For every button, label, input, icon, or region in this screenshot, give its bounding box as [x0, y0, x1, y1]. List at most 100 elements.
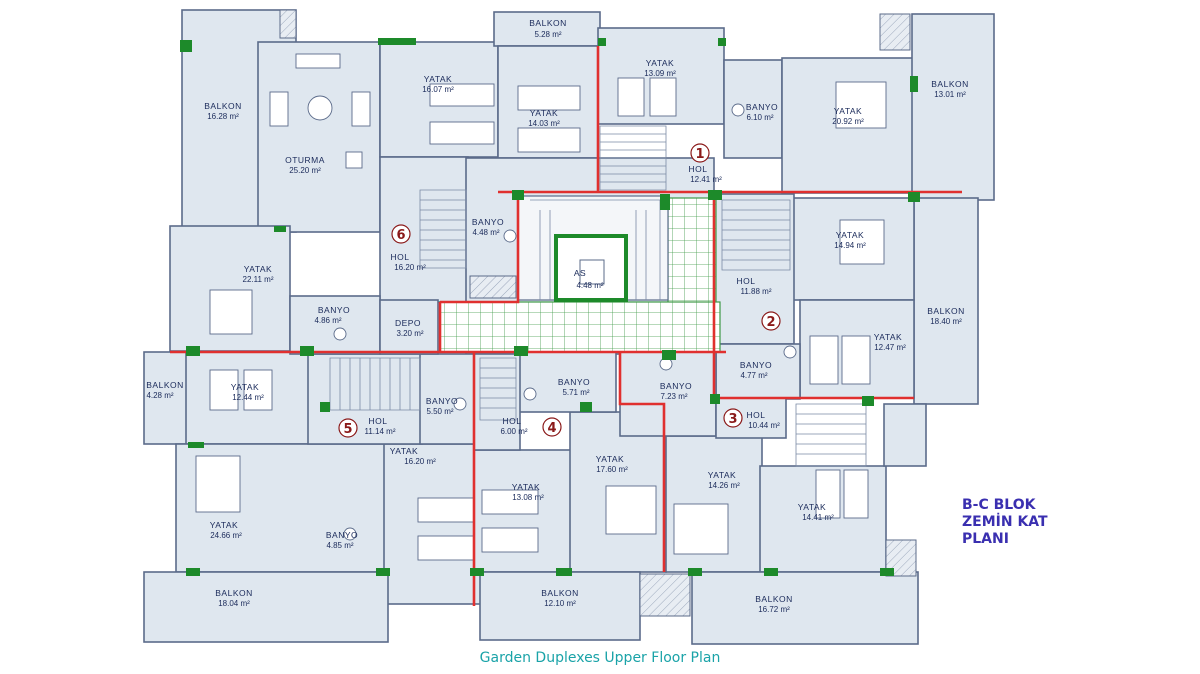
room-name: DEPO — [395, 318, 421, 328]
room-name: YATAK — [834, 106, 862, 116]
room-area: 17.60 m² — [596, 465, 628, 474]
room-area: 12.41 m² — [690, 175, 722, 184]
unit-badges: 1 2 3 4 5 6 — [338, 143, 781, 438]
room-area: 13.08 m² — [512, 493, 544, 502]
room-labels: BALKON 5.28 m² YATAK 13.09 m² YATAK 16.0… — [146, 18, 969, 614]
badge-circle — [761, 311, 781, 331]
block-title: B-C BLOK ZEMİN KAT PLANI — [962, 497, 1122, 548]
room-name: BANYO — [660, 381, 692, 391]
block-title-line: ZEMİN KAT — [962, 514, 1048, 530]
central-core — [439, 195, 721, 353]
room-area: 5.50 m² — [426, 407, 453, 416]
room-name: BALKON — [529, 18, 567, 28]
room-name: BALKON — [215, 588, 253, 598]
room-area: 14.41 m² — [802, 513, 834, 522]
room-name: YATAK — [512, 482, 540, 492]
room-name: BANYO — [740, 360, 772, 370]
column-markers — [180, 38, 920, 576]
room-name: HOL — [747, 410, 766, 420]
room-area: 6.00 m² — [500, 427, 527, 436]
unit-number-3: 3 — [728, 412, 737, 427]
room-area: 6.10 m² — [746, 113, 773, 122]
building-outline — [143, 9, 995, 645]
room-area: 12.47 m² — [874, 343, 906, 352]
room-name: OTURMA — [285, 155, 325, 165]
room-area: 20.92 m² — [832, 117, 864, 126]
badge-circle — [723, 408, 743, 428]
room-name: YATAK — [210, 520, 238, 530]
badge-circle — [542, 417, 562, 437]
badge-circle — [690, 143, 710, 163]
room-area: 25.20 m² — [289, 166, 321, 175]
block-title-line: PLANI — [962, 531, 1009, 547]
room-area: 11.14 m² — [365, 427, 396, 436]
room-area: 4.48 m² — [576, 281, 603, 290]
room-area: 16.20 m² — [394, 263, 426, 272]
room-area: 4.77 m² — [740, 371, 767, 380]
room-name: BANYO — [326, 530, 358, 540]
unit-number-6: 6 — [396, 228, 405, 243]
unit-number-5: 5 — [343, 422, 352, 437]
room-name: HOL — [503, 416, 522, 426]
room-name: HOL — [737, 276, 756, 286]
room-area: 4.48 m² — [472, 228, 499, 237]
room-name: YATAK — [390, 446, 418, 456]
room-name: YATAK — [646, 58, 674, 68]
room-area: 16.07 m² — [422, 85, 454, 94]
room-area: 12.10 m² — [544, 599, 576, 608]
badge-circle — [391, 224, 411, 244]
unit-number-4: 4 — [547, 421, 556, 436]
room-area: 16.28 m² — [207, 112, 239, 121]
room-name: BANYO — [472, 217, 504, 227]
room-name: BANYO — [318, 305, 350, 315]
room-area: 4.85 m² — [326, 541, 353, 550]
room-area: 4.86 m² — [314, 316, 341, 325]
room-name: YATAK — [836, 230, 864, 240]
room-name: YATAK — [596, 454, 624, 464]
room-name: YATAK — [530, 108, 558, 118]
room-name: BALKON — [755, 594, 793, 604]
room-name: YATAK — [424, 74, 452, 84]
room-area: 12.44 m² — [232, 393, 264, 402]
room-name: BALKON — [541, 588, 579, 598]
room-area: 5.71 m² — [562, 388, 589, 397]
room-name: BANYO — [746, 102, 778, 112]
room-area: 16.20 m² — [404, 457, 436, 466]
room-area: 14.03 m² — [528, 119, 560, 128]
shafts — [279, 9, 917, 617]
room-name: YATAK — [708, 470, 736, 480]
room-name: YATAK — [798, 502, 826, 512]
room-name: HOL — [391, 252, 410, 262]
room-name: HOL — [689, 164, 708, 174]
room-name: BALKON — [927, 306, 965, 316]
room-area: 18.04 m² — [218, 599, 250, 608]
room-area: 14.26 m² — [708, 481, 740, 490]
room-area: 3.20 m² — [396, 329, 423, 338]
room-area: 7.23 m² — [660, 392, 687, 401]
room-area: 4.28 m² — [146, 391, 173, 400]
room-name: BALKON — [931, 79, 969, 89]
room-name: AS — [574, 268, 586, 278]
room-area: 16.72 m² — [758, 605, 790, 614]
badge-circle — [338, 418, 358, 438]
furniture — [195, 53, 887, 561]
room-area: 24.66 m² — [210, 531, 242, 540]
room-name: BALKON — [204, 101, 242, 111]
room-area: 22.11 m² — [243, 275, 274, 284]
unit-number-2: 2 — [766, 315, 775, 330]
room-name: BANYO — [558, 377, 590, 387]
room-name: YATAK — [874, 332, 902, 342]
room-name: YATAK — [244, 264, 272, 274]
room-area: 13.01 m² — [934, 90, 966, 99]
room-area: 5.28 m² — [534, 30, 561, 39]
room-area: 11.88 m² — [741, 287, 772, 296]
unit-boundaries — [170, 46, 962, 606]
room-area: 10.44 m² — [748, 421, 780, 430]
room-name: HOL — [369, 416, 388, 426]
room-area: 14.94 m² — [834, 241, 866, 250]
room-name: YATAK — [231, 382, 259, 392]
block-title-line: B-C BLOK — [962, 497, 1036, 513]
unit-number-1: 1 — [695, 147, 704, 162]
room-name: BALKON — [146, 380, 184, 390]
room-name: BANYO — [426, 396, 458, 406]
